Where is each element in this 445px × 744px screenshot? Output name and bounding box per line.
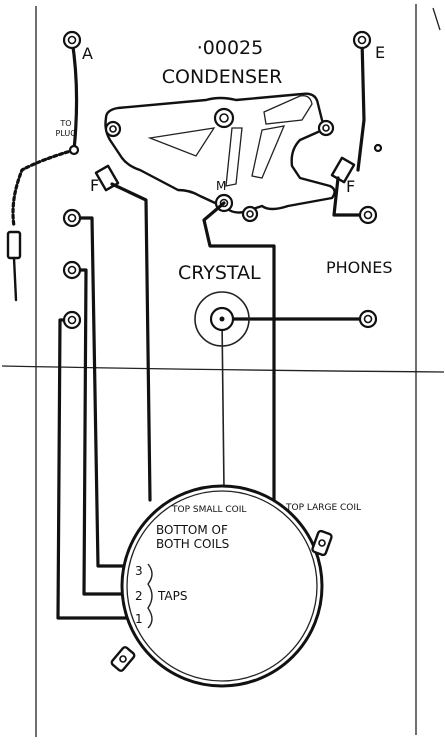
terminal-a (62, 30, 82, 50)
terminal-left-1 (62, 208, 82, 228)
label-a: A (82, 44, 93, 63)
label-tap-2: 2 (135, 589, 143, 603)
plug (6, 230, 22, 302)
label-f-right: F (346, 177, 355, 196)
baseboard (1, 4, 445, 737)
wire-f-left-to-top-large (110, 182, 152, 502)
terminal-phones-1 (358, 205, 378, 225)
label-bottom-coils-line-2: BOTH COILS (156, 537, 229, 551)
terminal-left-3 (62, 310, 82, 330)
coil-inner (126, 490, 318, 682)
label-to-plug-line-2: PLUG (56, 129, 77, 138)
condenser-cutout-1 (147, 127, 216, 157)
wire-tap-2 (70, 268, 136, 596)
labels: A E TO PLUG F F M CRYSTAL PHONES TOP SMA… (56, 43, 393, 626)
label-taps: TAPS (157, 589, 187, 603)
label-tap-1: 1 (135, 612, 143, 626)
condenser-cutout-3 (251, 125, 286, 179)
terminal-left-2 (62, 260, 82, 280)
label-crystal: CRYSTAL (178, 262, 261, 284)
condenser-frame (104, 92, 336, 214)
crystal-cup-outer (194, 291, 250, 347)
wire-a-to-plug (70, 38, 79, 152)
taps-brace (147, 563, 153, 629)
label-bottom-coils-line-1: BOTTOM OF (156, 523, 228, 537)
terminal-e (352, 30, 372, 50)
condenser-cutout-2 (225, 127, 243, 187)
label-tap-3: 3 (135, 564, 143, 578)
label-phones: PHONES (326, 258, 393, 277)
crystal-center (219, 316, 225, 322)
label-top-small-coil: TOP SMALL COIL (171, 505, 246, 515)
coil-outer (120, 484, 324, 688)
label-to-plug-line-1: TO (59, 119, 71, 128)
terminal-phones-2 (358, 309, 378, 329)
label-f-left: F (90, 176, 99, 195)
wire-m-to-large-coil (202, 201, 276, 502)
wire-e-to-f (356, 38, 366, 172)
plug-pin (12, 256, 18, 302)
condenser-label: CONDENSER (162, 66, 283, 88)
wire-f-right-to-phones (332, 176, 368, 217)
variable-condenser (94, 92, 356, 223)
plug-body (6, 230, 22, 260)
condenser-value: ·00025 (197, 37, 263, 59)
crystal-detector (194, 291, 250, 347)
terminals (62, 30, 383, 330)
terminal-right-top (373, 143, 383, 153)
wire-tap-3 (70, 216, 132, 568)
label-e: E (375, 43, 385, 62)
wire-crystal-to-small-coil (221, 318, 225, 491)
label-m: M (216, 179, 226, 193)
terminal-plug-junction (68, 144, 80, 156)
wire-plug-lead (11, 148, 76, 228)
label-top-large-coil: TOP LARGE COIL (285, 503, 361, 513)
condenser-spindle (263, 95, 313, 125)
coil (110, 484, 333, 688)
